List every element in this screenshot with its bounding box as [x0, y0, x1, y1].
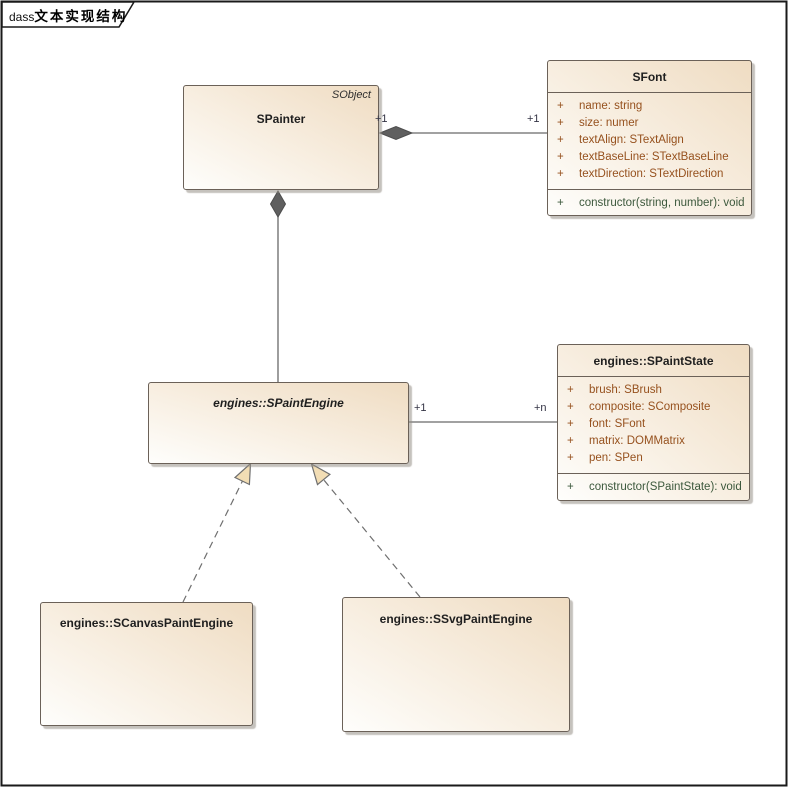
class-box-spainter[interactable]: SObject SPainter [183, 85, 379, 190]
attribute-row: + size: numer [557, 117, 639, 129]
composition-diamond-icon [378, 125, 414, 141]
composition-connector-spainter-sfont[interactable] [378, 125, 547, 141]
attribute-row: + matrix: DOMMatrix [567, 435, 685, 447]
frame-label-prefix: dass [9, 10, 35, 24]
class-box-scanvaspaintengine[interactable]: engines::SCanvasPaintEngine [40, 602, 253, 726]
multiplicity-label-spaintstate-end: +n [534, 402, 547, 414]
generalization-connector-scanvaspaintengine[interactable] [182, 462, 252, 603]
attributes-compartment: + brush: SBrush + composite: SComposite … [558, 376, 749, 473]
class-title: engines::SPaintEngine [213, 396, 344, 410]
generalization-arrow-icon [233, 462, 252, 486]
composition-connector-spainter-spaintengine[interactable] [269, 189, 287, 382]
class-box-spaintstate[interactable]: engines::SPaintState + brush: SBrush + c… [557, 344, 750, 501]
class-title: engines::SSvgPaintEngine [379, 612, 533, 626]
attribute-row: + textBaseLine: STextBaseLine [557, 151, 729, 163]
frame-label-title: 文本实现结构 [34, 9, 128, 24]
class-box-spaintengine[interactable]: engines::SPaintEngine [148, 382, 409, 464]
multiplicity-label-spainter-end: +1 [375, 113, 388, 125]
generalization-arrow-icon [310, 462, 331, 486]
class-title: SPainter [256, 112, 306, 126]
composition-diamond-icon [269, 189, 287, 219]
multiplicity-label-sfont-end: +1 [527, 113, 540, 125]
operations-compartment: + constructor(string, number): void [548, 189, 751, 218]
parent-class-label: SObject [331, 89, 371, 101]
operation-row: + constructor(string, number): void [557, 197, 745, 209]
multiplicity-label-spaintengine-end: +1 [414, 402, 427, 414]
class-title: engines::SPaintState [593, 353, 714, 368]
generalization-connector-ssvgpaintengine[interactable] [310, 462, 421, 598]
attributes-compartment: + name: string + size: numer + textAlign… [548, 92, 751, 189]
attribute-row: + name: string [557, 100, 643, 112]
class-box-sfont[interactable]: SFont + name: string + size: numer + tex… [547, 60, 752, 216]
attribute-row: + composite: SComposite [567, 401, 711, 413]
attribute-row: + pen: SPen [567, 452, 643, 464]
attribute-row: + textAlign: STextAlign [557, 134, 684, 146]
class-box-ssvgpaintengine[interactable]: engines::SSvgPaintEngine [342, 597, 570, 732]
attribute-row: + font: SFont [567, 418, 646, 430]
operations-compartment: + constructor(SPaintState): void [558, 473, 749, 502]
operation-row: + constructor(SPaintState): void [567, 481, 742, 493]
attribute-row: + textDirection: STextDirection [557, 168, 724, 180]
diagram-frame-label: dass文本实现结构 [9, 5, 127, 26]
class-title: SFont [632, 69, 667, 84]
class-title: engines::SCanvasPaintEngine [59, 616, 234, 630]
attribute-row: + brush: SBrush [567, 384, 662, 396]
diagram-frame-tab [1, 1, 136, 28]
